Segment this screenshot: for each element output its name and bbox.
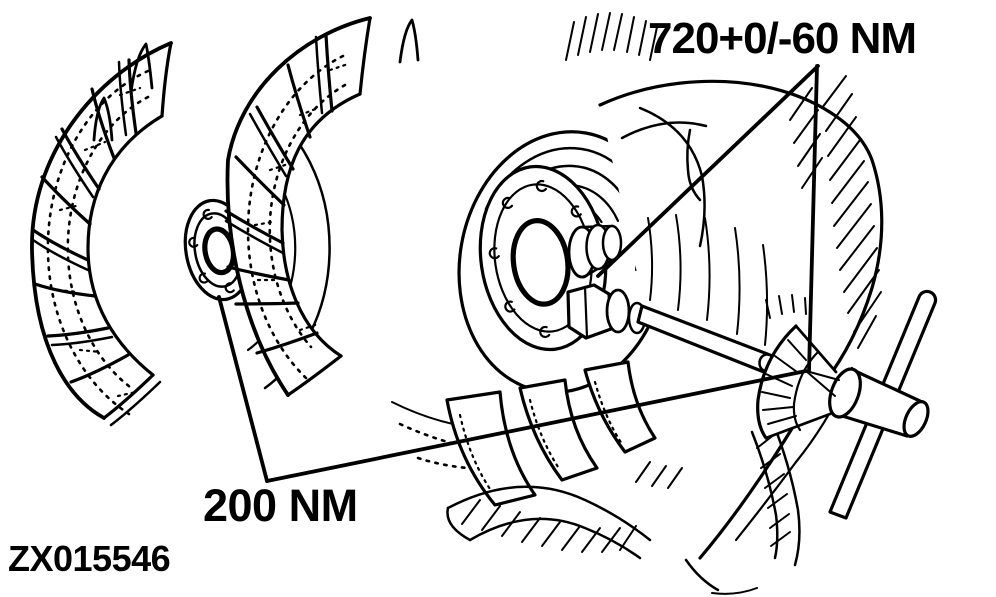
flange-hatching-right <box>750 418 801 567</box>
flange-hatching-left <box>446 461 683 560</box>
tire-inner <box>224 16 420 397</box>
leader-720-to-hub-nut <box>596 64 820 278</box>
leader-200-to-pinion <box>265 369 808 483</box>
axle-stub <box>567 223 623 279</box>
bevel-pinion <box>756 294 930 440</box>
tire-inner-bottom-lugs <box>445 360 657 507</box>
torque-label-hub-nut: 720+0/-60 NM <box>648 14 917 63</box>
pinion-shaft <box>828 367 930 438</box>
leader-720-to-pinion <box>807 64 819 373</box>
hub-nut-and-socket <box>566 283 647 340</box>
torque-label-wheel: 200 NM <box>203 480 358 531</box>
background-hatch-top <box>565 12 658 61</box>
leader-lines <box>217 64 820 483</box>
leader-200-to-wheel-hub <box>217 295 269 483</box>
drawing-number: ZX015546 <box>8 538 171 579</box>
